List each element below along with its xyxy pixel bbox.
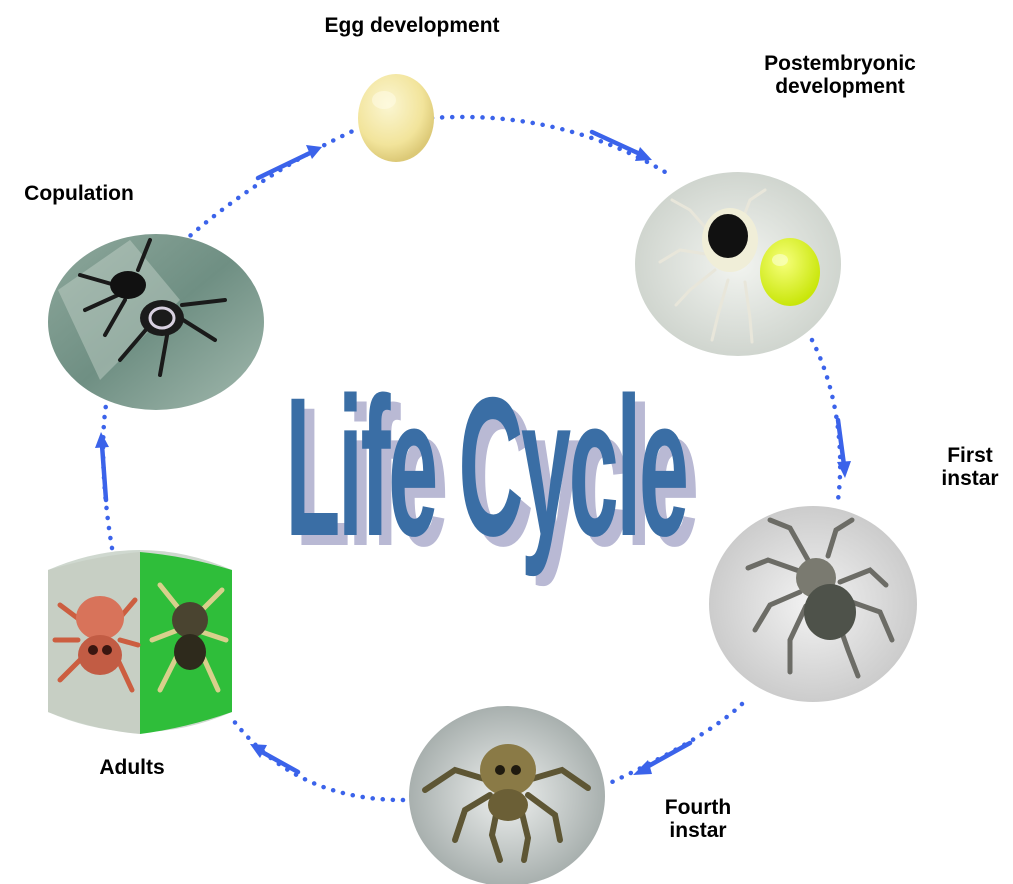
spiderling-with-egg-photo <box>635 172 841 356</box>
arrow-cop-to-egg <box>258 145 322 178</box>
label-copulation-line1: Copulation <box>4 182 154 205</box>
label-adults-line1: Adults <box>72 756 192 779</box>
path-fourth-to-adults <box>233 720 403 800</box>
label-first-line2: instar <box>930 467 1010 490</box>
egg-photo <box>358 74 434 162</box>
adult-spiders-photo <box>48 550 232 734</box>
arrow-first-to-fourth <box>633 743 690 775</box>
label-first-line1: First <box>930 444 1010 467</box>
label-egg-development: Egg development <box>282 14 542 37</box>
arrow-adults-to-cop <box>95 432 109 500</box>
label-egg-line1: Egg development <box>282 14 542 37</box>
path-cop-to-egg <box>183 130 355 242</box>
first-instar-spider-photo <box>709 506 917 702</box>
arrow-fourth-to-adults <box>250 744 298 772</box>
label-fourth-instar: Fourth instar <box>638 796 758 842</box>
arrow-egg-to-post <box>592 132 652 161</box>
title-text: Life Cycle <box>285 356 686 577</box>
label-first-instar: First instar <box>930 444 1010 490</box>
label-post-line2: development <box>720 75 960 98</box>
title: Life Cycle Life Cycle <box>285 356 696 587</box>
label-copulation: Copulation <box>4 182 154 205</box>
label-adults: Adults <box>72 756 192 779</box>
label-fourth-line1: Fourth <box>638 796 758 819</box>
fourth-instar-spider-photo <box>409 706 605 884</box>
path-egg-to-post <box>432 117 670 175</box>
label-post-line1: Postembryonic <box>720 52 960 75</box>
label-fourth-line2: instar <box>638 819 758 842</box>
path-first-to-fourth <box>612 704 742 782</box>
mating-spiders-photo <box>48 234 264 410</box>
label-postembryonic-development: Postembryonic development <box>720 52 960 98</box>
